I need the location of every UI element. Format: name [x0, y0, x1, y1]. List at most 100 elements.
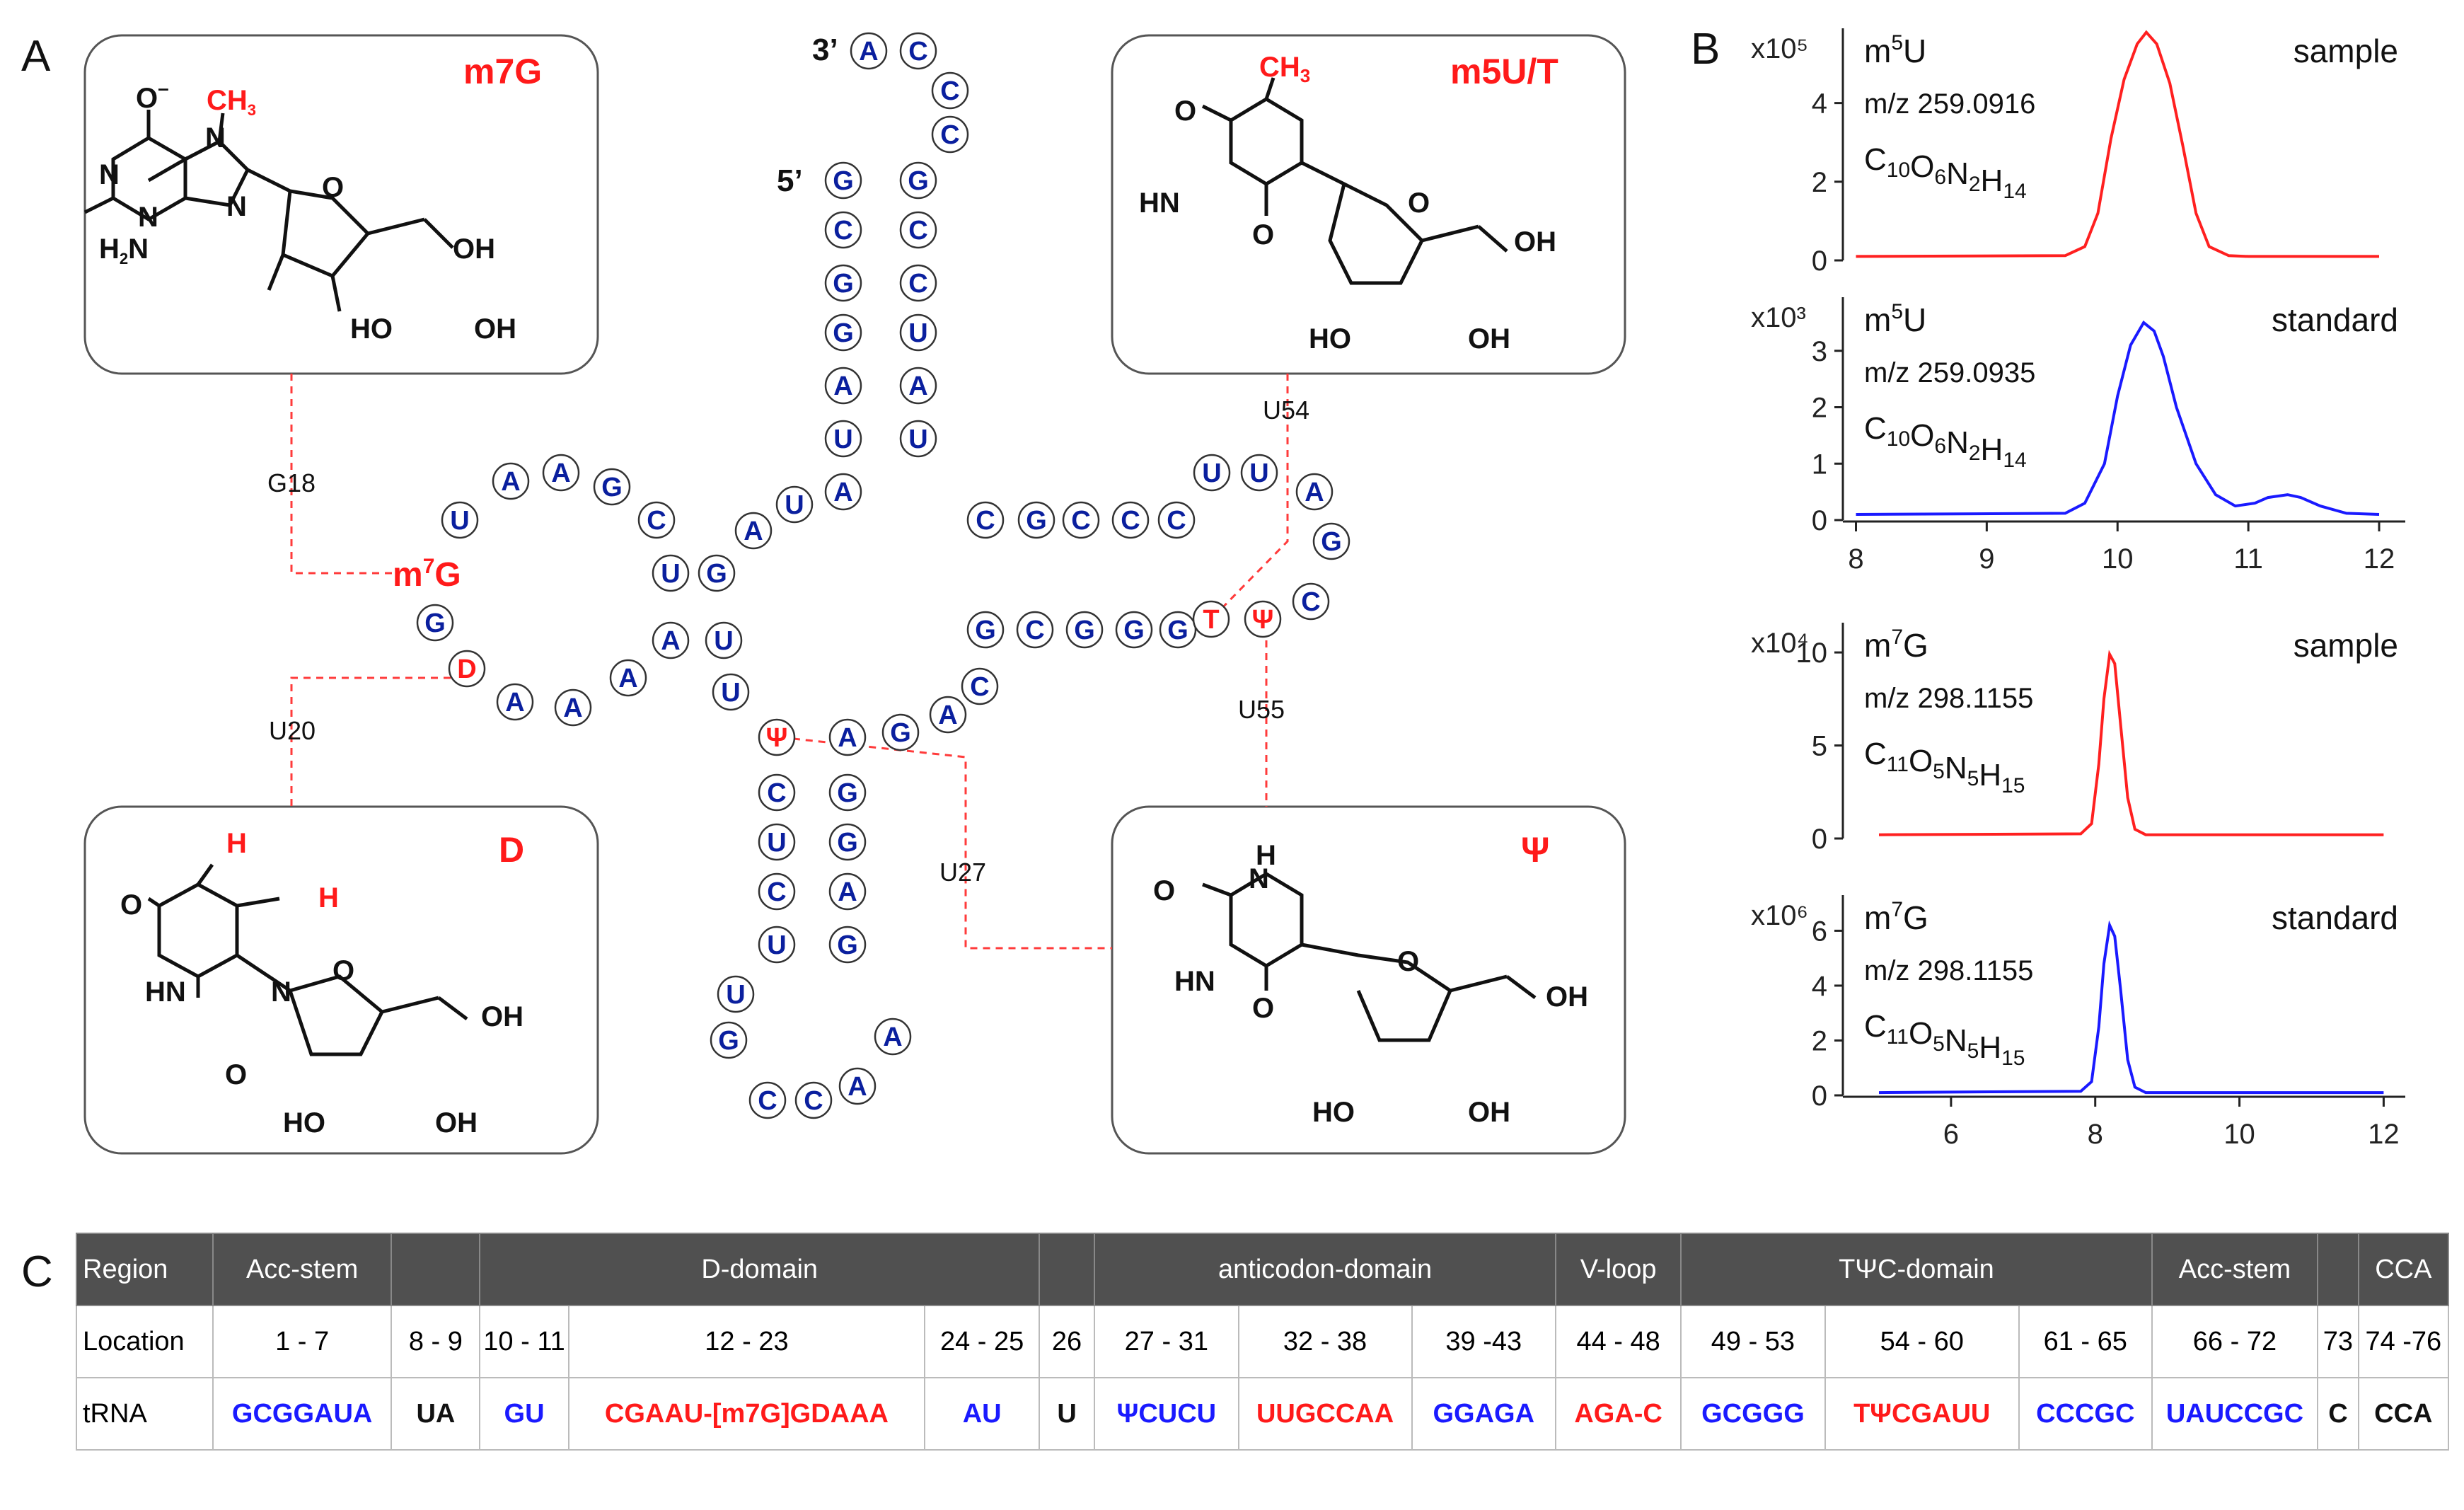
- svg-text:U: U: [785, 490, 804, 520]
- svg-text:G: G: [837, 828, 858, 858]
- nucleotide-ac-stem-3p-0: G: [828, 926, 867, 964]
- nucleotide-t-stem-3p-1: C: [1111, 501, 1150, 539]
- chart-formula: C11O5N5H15: [1864, 1009, 2025, 1070]
- svg-text:H: H: [226, 828, 247, 859]
- sequence-cell: CCA: [2357, 1377, 2450, 1451]
- svg-text:G: G: [908, 166, 929, 196]
- y-tick-label: 0: [1812, 505, 1827, 536]
- location-cell: 44 - 48: [1554, 1305, 1682, 1378]
- y-tick-label: 10: [1796, 638, 1828, 669]
- label-u20: U20: [269, 716, 316, 745]
- nucleotide-acc-3p-stem-5: U: [899, 420, 937, 458]
- nucleotide-t-loop-0: T: [1192, 600, 1230, 638]
- nucleotide-v-loop-0: A: [828, 718, 867, 756]
- chart-tag: sample: [2294, 33, 2398, 69]
- nucleotide-acc-3p-overhang-0: A: [850, 32, 888, 70]
- y-tick-label: 0: [1812, 824, 1827, 855]
- svg-text:C: C: [1071, 506, 1090, 536]
- region-label: Region: [76, 1233, 214, 1306]
- chart-tag: standard: [2272, 899, 2398, 936]
- svg-text:H: H: [318, 882, 339, 914]
- figure-canvas: A B m7G O– CH3 N N N N H2N O OH HO OH m5…: [21, 25, 2405, 1155]
- svg-text:U: U: [767, 828, 786, 858]
- nucleotide-m7g: m7G: [393, 555, 461, 594]
- svg-text:C: C: [758, 1086, 777, 1116]
- svg-text:A: A: [551, 459, 570, 488]
- y-tick-label: 4: [1812, 88, 1827, 120]
- chart-mz: m/z 259.0935: [1864, 357, 2035, 388]
- nucleotide-ac-stem-3p-1: A: [828, 872, 867, 911]
- svg-text:C: C: [940, 120, 959, 150]
- svg-text:N: N: [1249, 863, 1269, 894]
- nucleotide-d-stem-3p-1: U: [705, 621, 743, 659]
- svg-text:G: G: [890, 718, 911, 748]
- nucleotide-acc-3p-stem-1: C: [899, 211, 937, 249]
- svg-text:U: U: [661, 559, 680, 589]
- nucleotide-acc-5p-6: A: [824, 473, 862, 511]
- chart-mz: m/z 298.1155: [1864, 955, 2033, 986]
- svg-text:O: O: [1397, 946, 1419, 977]
- svg-text:OH: OH: [1514, 226, 1556, 258]
- svg-text:C: C: [1301, 587, 1320, 617]
- nucleotide-d-loop-2: A: [542, 454, 580, 492]
- chart-formula: C10O6N2H14: [1864, 142, 2027, 203]
- nucleotide-acc-5p-2: G: [824, 264, 862, 302]
- m7g-structure-box: m7G O– CH3 N N N N H2N O OH HO OH: [83, 34, 599, 375]
- svg-text:G: G: [837, 930, 858, 960]
- chart-tag: standard: [2272, 301, 2398, 338]
- nucleotide-ac-stem-5p-0: Ψ: [758, 718, 796, 756]
- svg-text:T: T: [1203, 605, 1219, 635]
- svg-text:Ψ: Ψ: [766, 723, 788, 753]
- region-cell: anticodon-domain: [1094, 1233, 1556, 1306]
- svg-text:HN: HN: [145, 976, 186, 1008]
- chart-formula: C10O6N2H14: [1864, 411, 2027, 472]
- svg-text:C: C: [767, 778, 786, 808]
- x-tick-label: 11: [2233, 543, 2263, 575]
- svg-text:O: O: [225, 1059, 247, 1090]
- y-tick-label: 2: [1812, 1025, 1827, 1056]
- svg-text:HO: HO: [1312, 1097, 1355, 1128]
- x-tick-label: 12: [2364, 543, 2395, 575]
- nucleotide-d-loop-0: C: [637, 501, 676, 539]
- label-g18: G18: [267, 468, 316, 497]
- nucleotide-d-loop-9: A: [554, 688, 592, 727]
- svg-text:HO: HO: [1309, 323, 1351, 355]
- region-cell: TΨC-domain: [1680, 1233, 2153, 1306]
- svg-text:U: U: [767, 930, 786, 960]
- nucleotide-t-stem-3p-2: C: [1062, 501, 1100, 539]
- nucleotide-acc-3p-stem-0: G: [899, 161, 937, 200]
- nucleotide-t-stem-5p-4: G: [1159, 611, 1197, 649]
- region-cell: D-domain: [479, 1233, 1040, 1306]
- nucleotide-d-stem-3p-0: A: [652, 621, 690, 659]
- svg-text:Ψ: Ψ: [1252, 605, 1274, 635]
- nucleotide-u26-0: U: [712, 673, 750, 711]
- nucleotide-acc-3p-overhang-1: C: [899, 32, 937, 70]
- nucleotide-t-stem-5p-3: G: [1115, 611, 1153, 649]
- nucleotide-ac-loop-5: A: [874, 1018, 912, 1056]
- svg-text:U: U: [908, 318, 927, 348]
- x-tick-label: 10: [2223, 1119, 2255, 1150]
- region-cell: V-loop: [1554, 1233, 1682, 1306]
- y-tick-label: 3: [1812, 336, 1827, 367]
- label-u55: U55: [1238, 695, 1285, 724]
- sequence-cell: GU: [479, 1377, 569, 1451]
- svg-text:A: A: [859, 37, 878, 67]
- trna-label: tRNA: [76, 1377, 214, 1451]
- svg-text:U: U: [721, 678, 740, 708]
- region-cell: [391, 1233, 481, 1306]
- sequence-cell: ΨCUCU: [1094, 1377, 1239, 1451]
- nucleotide-t-stem-5p-0: G: [966, 611, 1005, 649]
- svg-text:A: A: [908, 371, 927, 401]
- svg-text:O: O: [120, 889, 142, 921]
- chart-title: m7G: [1864, 898, 1928, 936]
- nucleotide-acc-5p-5: U: [824, 420, 862, 458]
- nucleotide-acc-5p-4: A: [824, 367, 862, 405]
- nucleotide-d-loop-4: U: [441, 501, 479, 539]
- sequence-cell: AGA-C: [1554, 1377, 1682, 1451]
- svg-text:G: G: [833, 318, 854, 348]
- sequence-cell: CGAAU-[m7G]GDAAA: [567, 1377, 926, 1451]
- nucleotide-t-loop-6: U: [1193, 454, 1231, 492]
